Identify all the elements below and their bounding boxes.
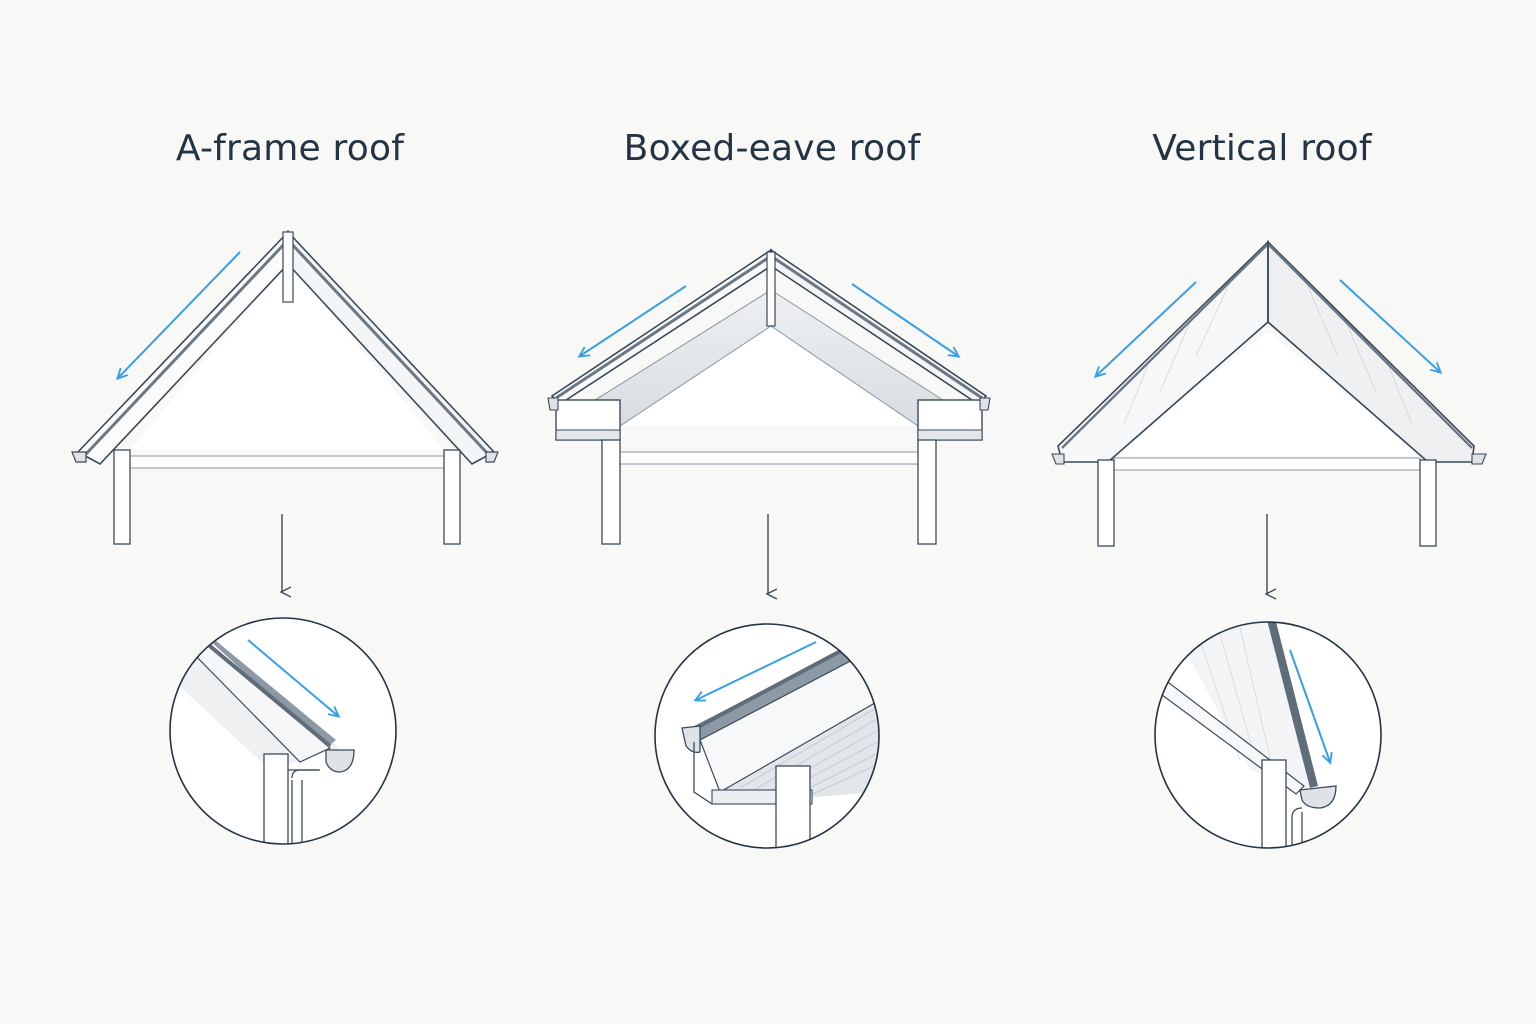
gutter-icon bbox=[325, 749, 355, 773]
gutter-icon bbox=[1299, 785, 1337, 809]
title-vertical-roof: Vertical roof bbox=[1152, 128, 1372, 169]
water-flow-arrow-icon bbox=[1096, 281, 1197, 376]
water-flow-arrow-icon bbox=[118, 251, 241, 378]
water-flow-arrow-icon bbox=[580, 285, 687, 356]
title-a-frame-roof: A-frame roof bbox=[175, 128, 405, 169]
water-flow-arrow-icon bbox=[696, 641, 817, 700]
water-flow-arrow-icon bbox=[1289, 649, 1330, 762]
water-flow-arrow-icon bbox=[247, 639, 338, 716]
vertical-roof-illustration bbox=[1051, 240, 1487, 594]
a-frame-gutter-detail bbox=[169, 617, 397, 845]
boxed-eave-gutter-detail bbox=[654, 623, 880, 849]
a-frame-roof-illustration bbox=[71, 229, 499, 592]
title-boxed-eave-roof: Boxed-eave roof bbox=[623, 128, 921, 169]
water-flow-arrow-icon bbox=[851, 283, 958, 356]
vertical-roof-gutter-detail bbox=[1154, 621, 1382, 849]
boxed-eave-roof-illustration bbox=[547, 248, 991, 594]
water-flow-arrow-icon bbox=[1339, 279, 1440, 372]
downspout-icon bbox=[1291, 807, 1303, 848]
